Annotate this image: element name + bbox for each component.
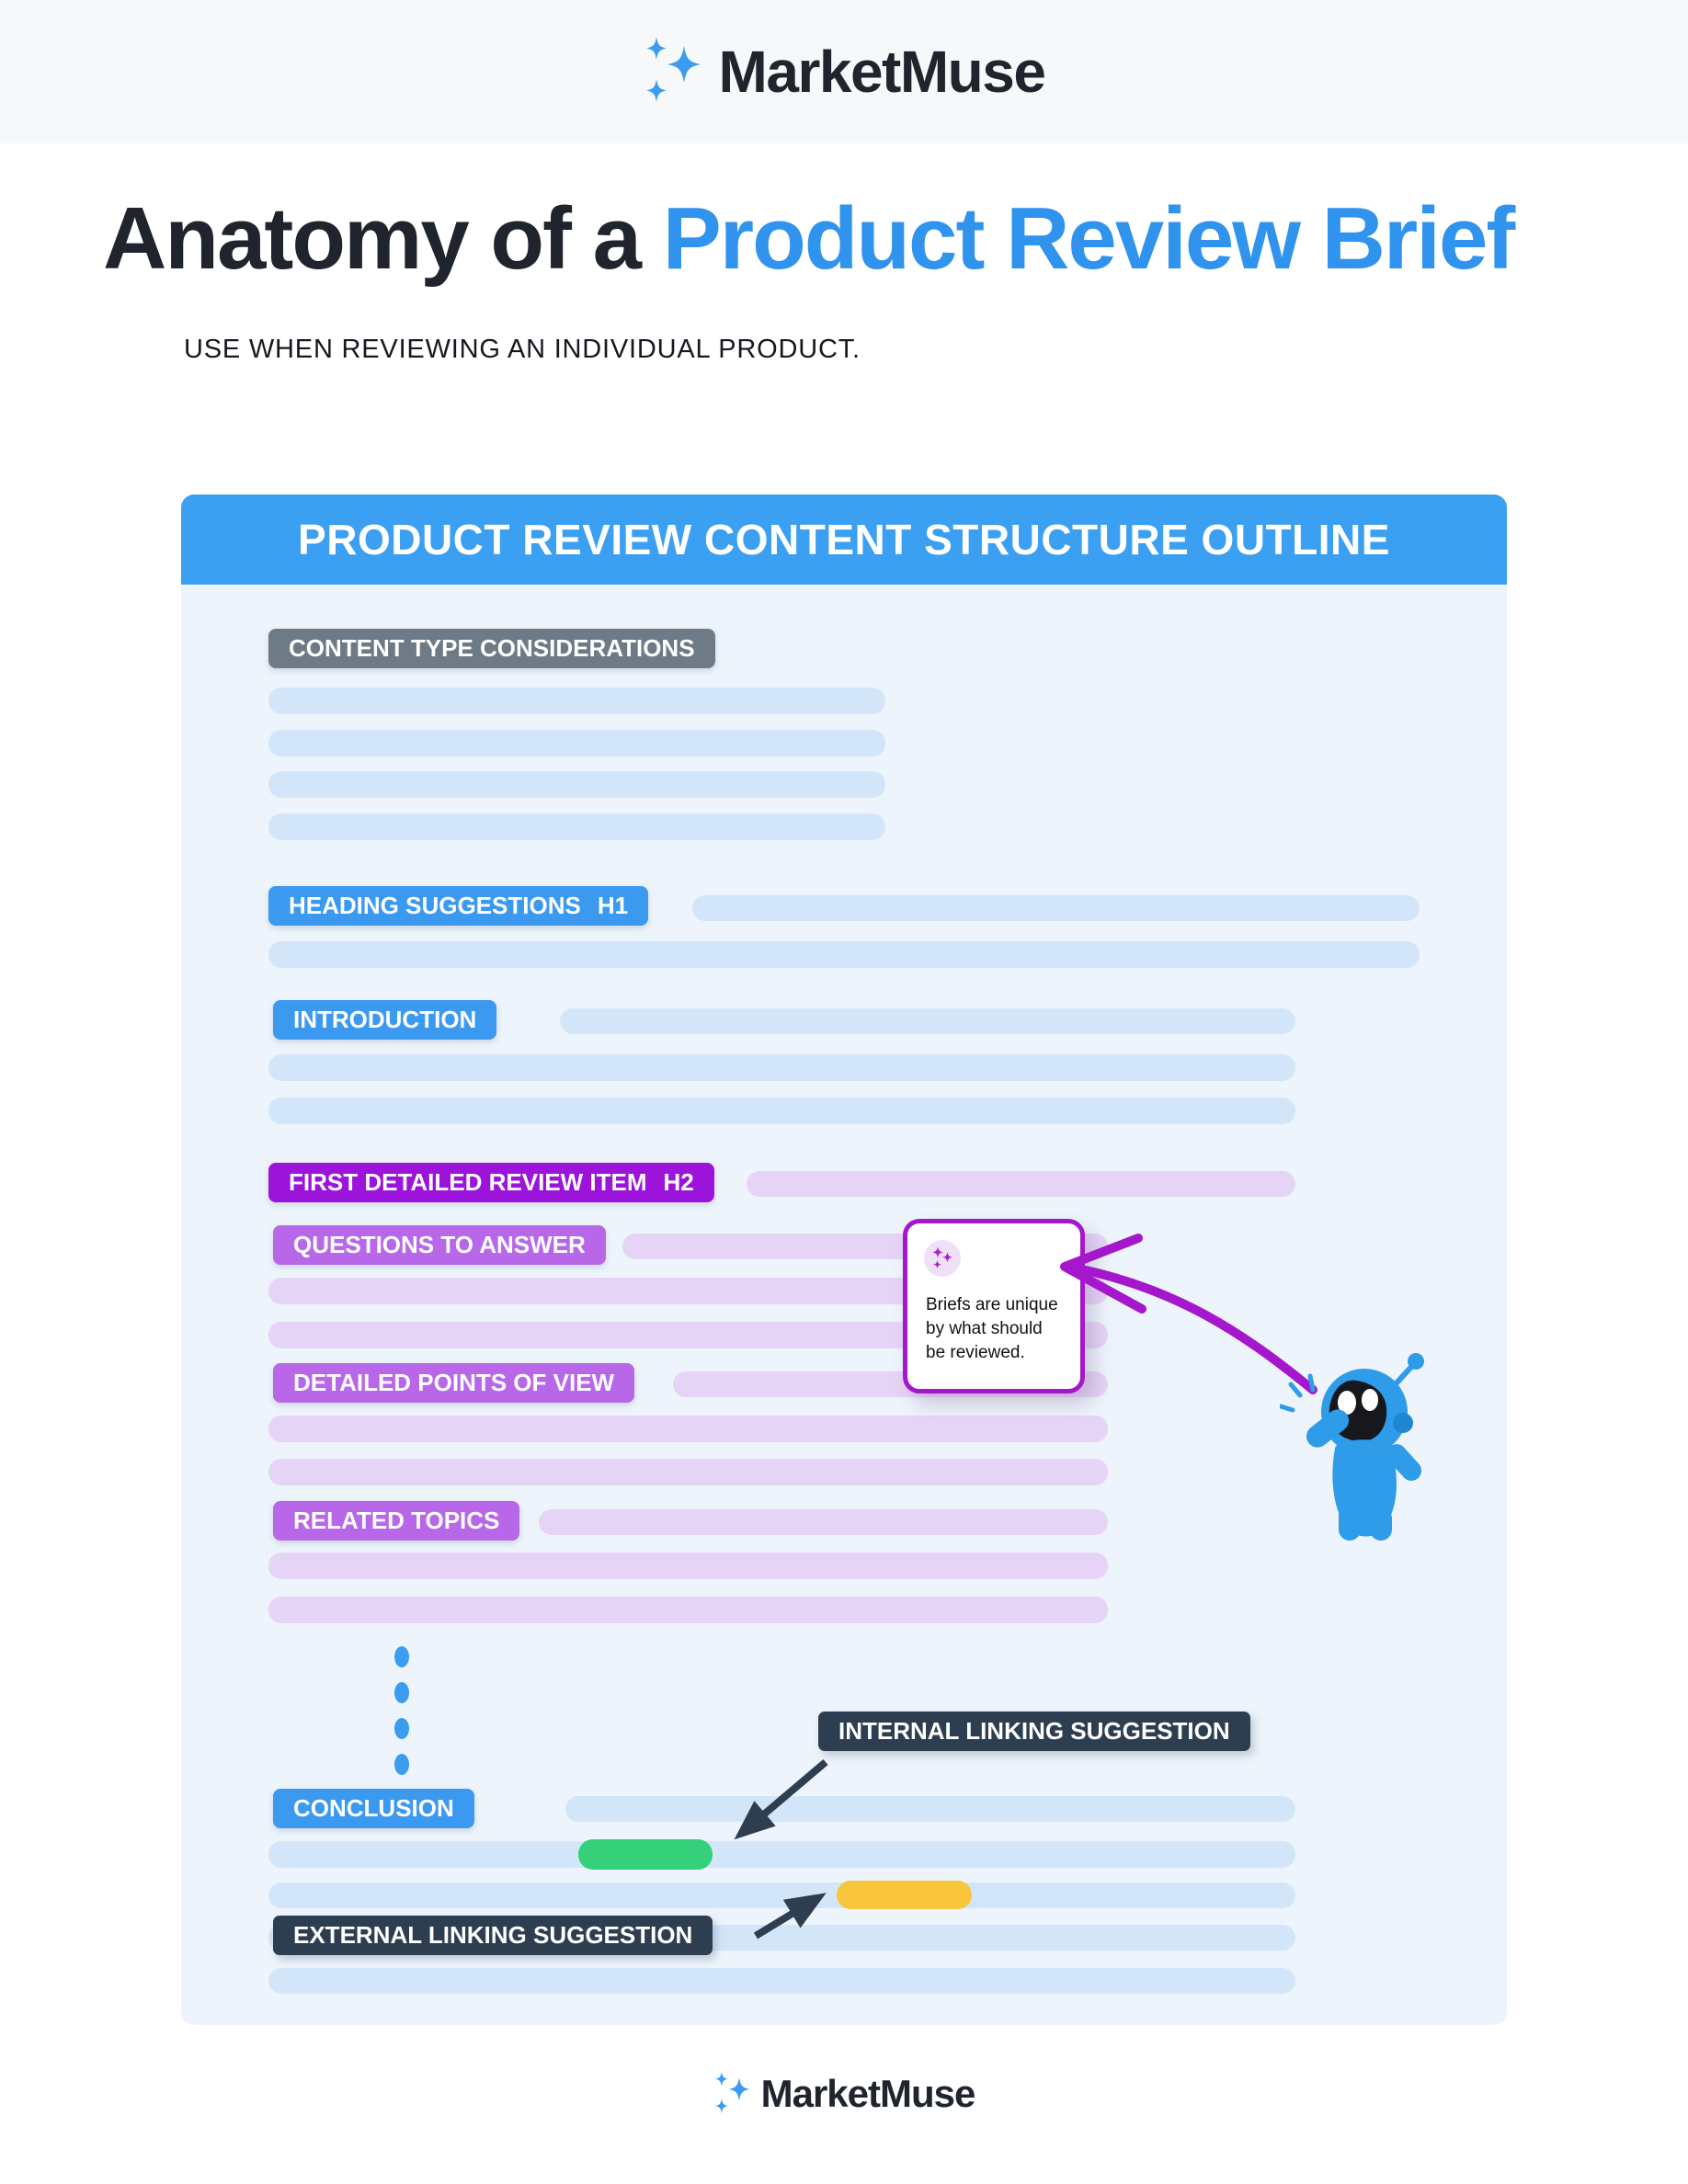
robot-mascot: [1280, 1353, 1424, 1541]
skeleton-bar: [268, 688, 885, 714]
skeleton-bar: [268, 1597, 1108, 1623]
skeleton-bar: [268, 1098, 1295, 1124]
skeleton-bar: [268, 1416, 1108, 1442]
label-tag-h1: H1: [597, 892, 629, 919]
page-title: Anatomy of a Product Review Brief: [103, 188, 1516, 290]
skeleton-bar: [268, 941, 1420, 968]
skeleton-bar: [268, 730, 885, 756]
title-highlight: Product Review Brief: [662, 189, 1516, 288]
skeleton-bar: [268, 813, 885, 840]
outline-body: CONTENT TYPE CONSIDERATIONS HEADING SUGG…: [181, 585, 1507, 2025]
callout-sparkles-icon: [924, 1240, 961, 1277]
outline-banner: PRODUCT REVIEW CONTENT STRUCTURE OUTLINE: [181, 495, 1507, 585]
label-text: FIRST DETAILED REVIEW ITEM: [289, 1168, 647, 1196]
sparkles-icon: [645, 37, 701, 102]
skeleton-bar: [268, 1968, 1295, 1994]
label-detailed-points-of-view: DETAILED POINTS OF VIEW: [273, 1363, 635, 1404]
title-prefix: Anatomy of a: [103, 189, 642, 288]
ellipsis-dot: [394, 1754, 409, 1775]
ellipsis-dot: [394, 1682, 409, 1703]
label-tag-h2: H2: [663, 1168, 694, 1196]
logo-text: MarketMuse: [718, 39, 1046, 105]
skeleton-bar: [268, 1841, 1295, 1868]
label-questions-to-answer: QUESTIONS TO ANSWER: [273, 1225, 606, 1266]
skeleton-bar: [268, 1054, 1295, 1081]
sparkles-icon: [714, 2071, 750, 2113]
callout-text: Briefs are unique by what should be revi…: [926, 1295, 1058, 1362]
label-content-type-considerations: CONTENT TYPE CONSIDERATIONS: [268, 629, 715, 669]
marketmuse-logo: MarketMuse: [644, 35, 1046, 108]
skeleton-bar: [692, 895, 1420, 921]
ellipsis-dot: [394, 1646, 409, 1667]
label-related-topics: RELATED TOPICS: [273, 1501, 520, 1541]
footer-logo: MarketMuse: [0, 2070, 1688, 2118]
skeleton-bar: [268, 1553, 1108, 1579]
label-text: HEADING SUGGESTIONS: [289, 892, 581, 919]
internal-link-highlight: [578, 1839, 713, 1870]
logo-text: MarketMuse: [760, 2072, 976, 2115]
ellipsis-dot: [394, 1718, 409, 1739]
external-link-highlight: [837, 1881, 972, 1909]
skeleton-bar: [560, 1008, 1295, 1034]
header-bar: MarketMuse: [0, 0, 1688, 143]
label-introduction: INTRODUCTION: [273, 1000, 497, 1041]
label-external-linking-suggestion: EXTERNAL LINKING SUGGESTION: [273, 1916, 713, 1956]
label-internal-linking-suggestion: INTERNAL LINKING SUGGESTION: [818, 1712, 1250, 1752]
subtitle: USE WHEN REVIEWING AN INDIVIDUAL PRODUCT…: [184, 335, 861, 364]
callout-bubble: Briefs are unique by what should be revi…: [903, 1219, 1085, 1393]
label-first-detailed-review-item: FIRST DETAILED REVIEW ITEM H2: [268, 1163, 714, 1203]
skeleton-bar: [747, 1171, 1295, 1197]
skeleton-bar: [268, 1883, 1295, 1908]
label-heading-suggestions: HEADING SUGGESTIONS H1: [268, 886, 649, 927]
label-conclusion: CONCLUSION: [273, 1789, 474, 1829]
skeleton-bar: [565, 1796, 1295, 1822]
skeleton-bar: [268, 771, 885, 798]
skeleton-bar: [268, 1459, 1108, 1485]
skeleton-bar: [539, 1509, 1108, 1535]
